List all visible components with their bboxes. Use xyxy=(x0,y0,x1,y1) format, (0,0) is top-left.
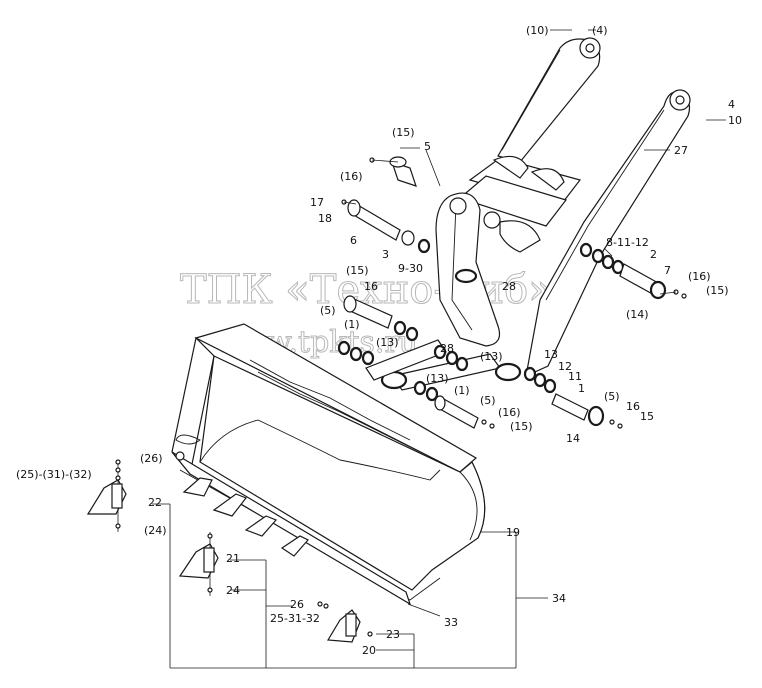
callout-label: (13) xyxy=(426,372,449,385)
callout-label: 5 xyxy=(424,140,431,153)
callout-label: 2 xyxy=(650,248,657,261)
boom-arm-right xyxy=(525,89,691,378)
pin-6 xyxy=(341,199,401,241)
callout-label: (13) xyxy=(480,350,503,363)
callout-label: (5) xyxy=(480,394,496,407)
callout-label: 25-31-32 xyxy=(270,612,320,625)
callout-label: 34 xyxy=(552,592,566,605)
callout-label: (24) xyxy=(144,524,167,537)
callout-label: 21 xyxy=(226,552,240,565)
tooth-22 xyxy=(86,459,127,532)
callout-label: 23 xyxy=(386,628,400,641)
callout-label: (1) xyxy=(454,384,470,397)
callout-label: (5) xyxy=(604,390,620,403)
callout-label: 18 xyxy=(318,212,332,225)
callout-label: 19 xyxy=(506,526,520,539)
callout-label: 10 xyxy=(728,114,742,127)
callout-label: (16) xyxy=(340,170,363,183)
tilt-lever xyxy=(435,192,541,347)
callout-label: 9-30 xyxy=(398,262,423,275)
callout-label: 28 xyxy=(502,280,516,293)
callout-label: (1) xyxy=(344,318,360,331)
callout-labels: (10) (4) 4 10 27 (15) 5 (16) 17 18 6 3 9… xyxy=(16,24,742,657)
callout-label: 17 xyxy=(310,196,324,209)
leader-lines xyxy=(152,29,726,669)
callout-label: 16 xyxy=(364,280,378,293)
bushing-3 xyxy=(401,230,431,254)
callout-label: (5) xyxy=(320,304,336,317)
boom-cross-tube xyxy=(458,155,582,227)
pin-stack-right-lower xyxy=(523,366,623,429)
callout-label: 6 xyxy=(350,234,357,247)
callout-label: 13 xyxy=(544,348,558,361)
callout-label: 28 xyxy=(440,342,454,355)
tooth-21 xyxy=(178,532,219,596)
callout-label: (16) xyxy=(498,406,521,419)
callout-label: 20 xyxy=(362,644,376,657)
callout-label: 15 xyxy=(640,410,654,423)
callout-label: (16) xyxy=(688,270,711,283)
callout-label: (10) xyxy=(526,24,549,37)
callout-label: (4) xyxy=(592,24,608,37)
tooth-20 xyxy=(317,601,373,643)
callout-label: (14) xyxy=(626,308,649,321)
callout-label: 27 xyxy=(674,144,688,157)
callout-label: 1 xyxy=(578,382,585,395)
callout-label: (15) xyxy=(346,264,369,277)
callout-label: 3 xyxy=(382,248,389,261)
callout-label: 26 xyxy=(290,598,304,611)
bucket xyxy=(171,323,486,606)
boom-arm-left xyxy=(497,37,601,163)
callout-label: 24 xyxy=(226,584,240,597)
pin-5-top xyxy=(369,156,417,187)
pin-stack-left xyxy=(337,295,495,429)
callout-label: 11 xyxy=(568,370,582,383)
bucket-teeth xyxy=(182,477,309,557)
callout-label: (26) xyxy=(140,452,163,465)
callout-label: (25)-(31)-(32) xyxy=(16,468,92,481)
callout-label: 16 xyxy=(626,400,640,413)
callout-label: 33 xyxy=(444,616,458,629)
callout-label: (13) xyxy=(376,336,399,349)
callout-label: 22 xyxy=(148,496,162,509)
callout-label: 4 xyxy=(728,98,735,111)
callout-label: (15) xyxy=(706,284,729,297)
callout-label: (15) xyxy=(510,420,533,433)
callout-label: 8-11-12 xyxy=(606,236,649,249)
callout-label: 12 xyxy=(558,360,572,373)
callout-label: (15) xyxy=(392,126,415,139)
callout-label: 14 xyxy=(566,432,580,445)
callout-label: 7 xyxy=(664,264,671,277)
